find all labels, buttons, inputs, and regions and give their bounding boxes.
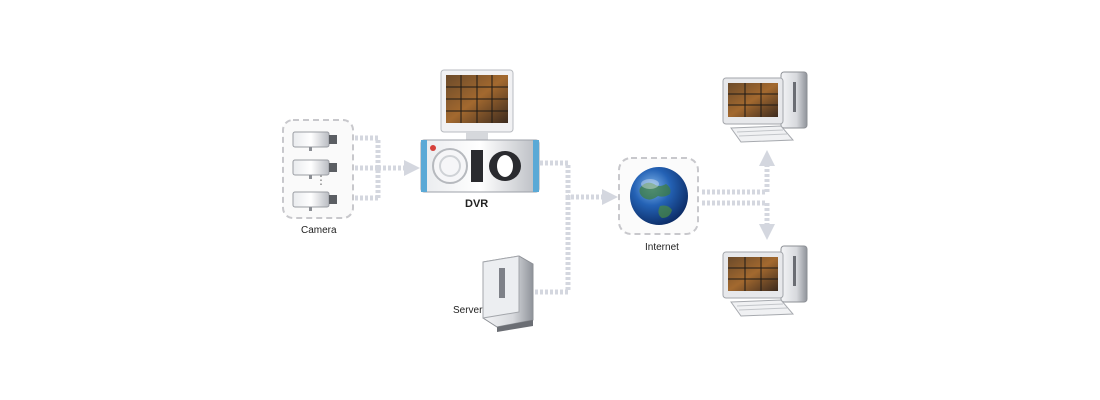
camera-ellipsis: ⋮ — [315, 173, 327, 187]
camera-to-dvr-connector — [345, 135, 412, 201]
dvr-to-internet-connector — [540, 160, 619, 206]
internet-to-client-bottom-connector — [702, 200, 776, 241]
camera-icon — [292, 131, 337, 151]
server-to-internet-connector — [535, 197, 571, 295]
server-label: Server — [453, 305, 483, 316]
internet-group — [618, 157, 699, 235]
globe-icon — [630, 167, 688, 225]
dvr-device — [420, 69, 540, 193]
internet-label: Internet — [645, 242, 679, 253]
dvr-label: DVR — [465, 198, 489, 210]
connectors — [345, 135, 776, 295]
camera-group — [282, 119, 354, 219]
client-pc-bottom-icon — [722, 245, 808, 317]
dvr-icon — [420, 139, 540, 193]
camera-label: Camera — [301, 225, 337, 236]
server-icon — [482, 255, 534, 332]
monitor-icon — [440, 69, 514, 140]
camera-icon — [292, 159, 337, 179]
camera-icon — [292, 191, 337, 211]
internet-to-client-top-connector — [702, 149, 776, 195]
client-pc-top-icon — [722, 71, 808, 143]
